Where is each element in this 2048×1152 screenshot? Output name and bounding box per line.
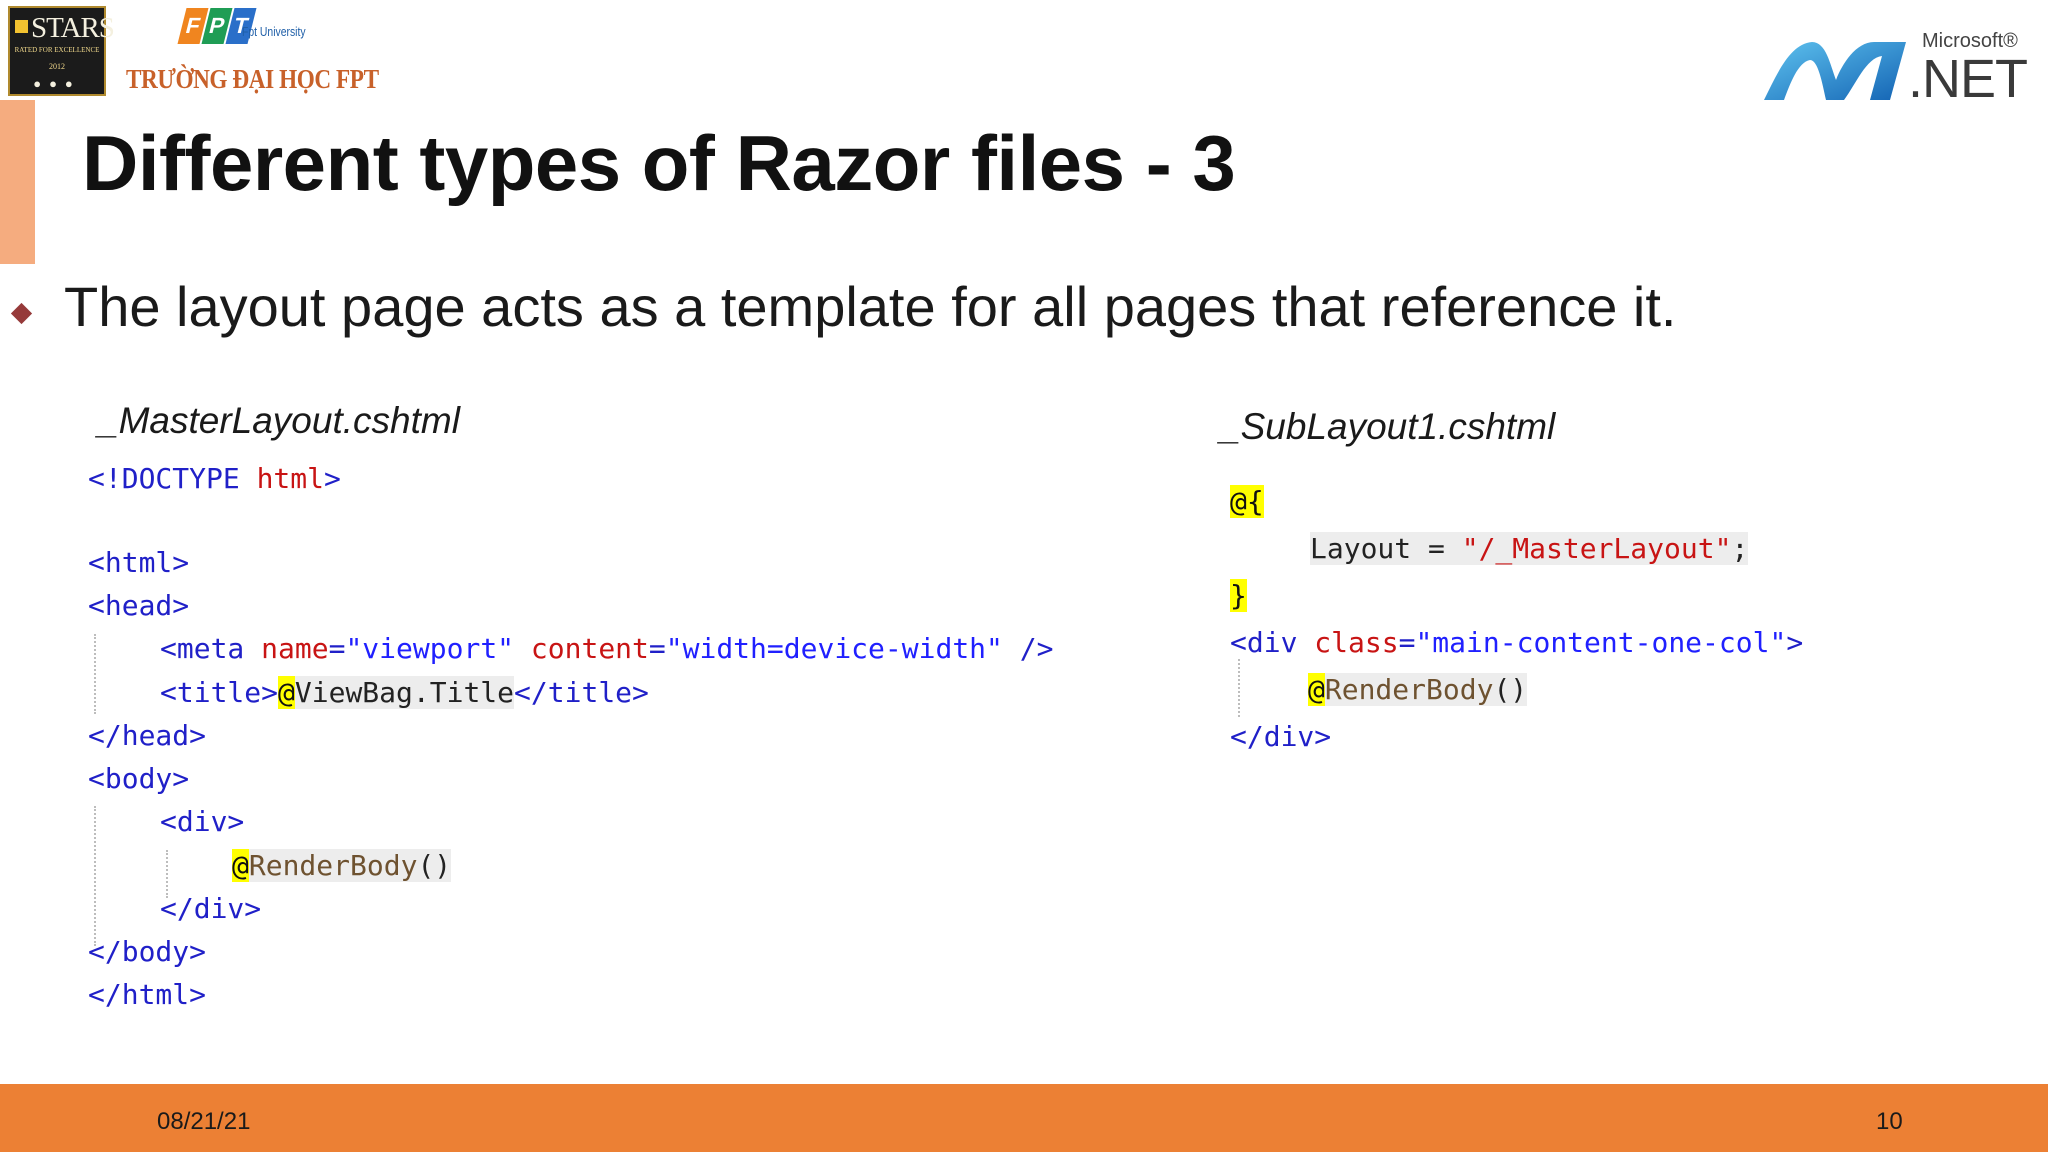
- stars-tagline: RATED FOR EXCELLENCE: [14, 46, 100, 54]
- code-token: "width=device-width": [665, 632, 1003, 665]
- stars-year: 2012: [49, 62, 65, 71]
- fpt-university-label: Fpt University: [242, 24, 306, 39]
- code-token: "main-content-one-col": [1415, 626, 1787, 659]
- stars-square-icon: [15, 20, 28, 33]
- code-line: <html>: [88, 544, 189, 582]
- stars-dots-icon: ●●●: [33, 76, 81, 91]
- dotnet-label: .NET: [1908, 49, 2028, 109]
- code-token: <!DOCTYPE: [88, 462, 240, 495]
- code-token: =: [328, 632, 346, 665]
- footer-bar: 08/21/21 10: [0, 1084, 2048, 1152]
- indent-guide: [166, 850, 168, 898]
- diamond-bullet-icon: [10, 302, 33, 325]
- code-line: @{: [1230, 483, 1264, 521]
- stars-logo: STARS RATED FOR EXCELLENCE 2012 ●●●: [8, 6, 115, 96]
- slide-title: Different types of Razor files - 3: [82, 119, 1236, 207]
- code-token: ViewBag.Title: [294, 676, 515, 709]
- code-token: @: [232, 849, 249, 882]
- code-token: <div: [1230, 626, 1298, 659]
- code-token: RenderBody: [248, 849, 418, 882]
- code-token: (): [417, 849, 452, 882]
- code-line: <meta name="viewport" content="width=dev…: [160, 630, 1053, 668]
- code-line: <div>: [160, 803, 244, 841]
- code-line: <body>: [88, 760, 189, 798]
- indent-guide: [1238, 659, 1240, 717]
- code-token: </html>: [88, 978, 207, 1011]
- code-line: <!DOCTYPE html>: [88, 460, 341, 498]
- code-token: =: [648, 632, 666, 665]
- code-token: </title>: [514, 676, 649, 709]
- bullet-text: The layout page acts as a template for a…: [64, 275, 1677, 338]
- code-line: <title>@ViewBag.Title</title>: [160, 674, 649, 712]
- code-token: class: [1297, 626, 1399, 659]
- code-line: <div class="main-content-one-col">: [1230, 624, 1803, 662]
- code-token: (): [1493, 673, 1528, 706]
- code-line: </html>: [88, 976, 206, 1014]
- code-line: </div>: [1230, 718, 1331, 756]
- code-token: =: [1398, 626, 1416, 659]
- fpt-logo: F P T Fpt University: [177, 4, 306, 58]
- code-line: </div>: [160, 890, 261, 928]
- code-line: Layout = "/_MasterLayout";: [1310, 530, 1749, 568]
- code-token: <body>: [88, 762, 190, 795]
- code-token: "viewport": [345, 632, 515, 665]
- code-token: name: [244, 632, 329, 665]
- master-layout-filename: _MasterLayout.cshtml: [98, 400, 460, 441]
- code-token: "/_MasterLayout": [1461, 532, 1732, 565]
- school-name: TRƯỜNG ĐẠI HỌC FPT: [126, 64, 379, 94]
- code-token: >: [324, 462, 341, 495]
- title-accent-bar: [0, 100, 35, 264]
- code-token: ;: [1731, 532, 1749, 565]
- slide-number: 10: [1876, 1108, 1903, 1135]
- dotnet-wave-icon: [1764, 42, 1906, 100]
- indent-guide: [94, 634, 96, 714]
- code-token: Layout =: [1310, 532, 1462, 565]
- code-line: </head>: [88, 717, 206, 755]
- code-token: content: [514, 632, 649, 665]
- code-token: @{: [1230, 485, 1264, 518]
- code-token: <title>: [160, 676, 279, 709]
- code-token: <head>: [88, 589, 190, 622]
- dotnet-logo: Microsoft® .NET: [1760, 30, 2028, 109]
- code-token: />: [1002, 632, 1054, 665]
- master-layout-code: <!DOCTYPE html> <html> <head> <meta name…: [88, 460, 1053, 1054]
- code-token: </body>: [88, 935, 207, 968]
- code-token: html: [239, 462, 325, 495]
- code-token: RenderBody: [1324, 673, 1494, 706]
- code-line: <head>: [88, 587, 189, 625]
- code-line: @RenderBody(): [232, 847, 452, 885]
- indent-guide: [94, 806, 96, 946]
- code-line: </body>: [88, 933, 206, 971]
- code-line: @RenderBody(): [1308, 671, 1528, 709]
- code-token: @: [278, 676, 295, 709]
- code-token: </head>: [88, 719, 207, 752]
- dotnet-microsoft-label: Microsoft®: [1922, 30, 2018, 52]
- code-token: <meta: [160, 632, 245, 665]
- footer-date: 08/21/21: [157, 1108, 251, 1135]
- code-token: }: [1230, 579, 1247, 612]
- code-token: </div>: [160, 892, 262, 925]
- code-token: @: [1308, 673, 1325, 706]
- code-token: <html>: [88, 546, 190, 579]
- code-token: </div>: [1230, 720, 1332, 753]
- code-line: }: [1230, 577, 1247, 615]
- sub-layout-code: @{ Layout = "/_MasterLayout"; } <div cla…: [1230, 483, 1803, 813]
- stars-word: STARS: [31, 12, 115, 44]
- code-token: >: [1786, 626, 1804, 659]
- sub-layout-filename: _SubLayout1.cshtml: [1220, 406, 1556, 447]
- code-token: <div>: [160, 805, 245, 838]
